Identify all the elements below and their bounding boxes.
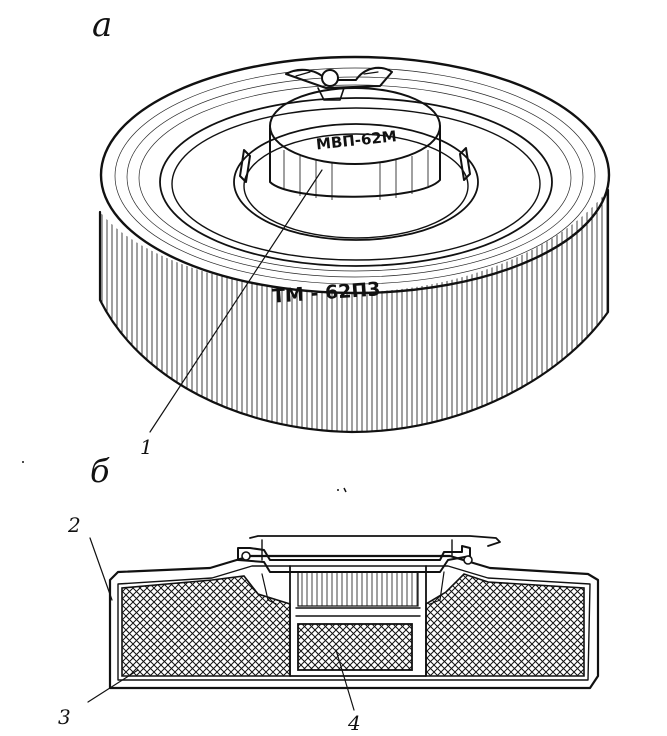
callout-3-leader	[87, 669, 139, 703]
callout-4-leader	[335, 649, 355, 711]
booster-charge	[297, 623, 413, 671]
explosive-charge-right	[425, 573, 585, 677]
explosive-charge-left	[121, 575, 291, 677]
callout-4: 4	[347, 711, 361, 735]
panel-a-letter: а	[92, 5, 112, 45]
panel-b-letter: б	[90, 452, 110, 490]
fuze-cap-section	[237, 545, 471, 573]
callout-1: 1	[140, 435, 153, 459]
callout-3: 3	[58, 705, 71, 729]
stray-mark	[22, 461, 347, 493]
callout-2-leader	[89, 537, 113, 601]
cap-marking: МВП-62М	[315, 127, 397, 153]
panel-a: а	[92, 5, 611, 459]
fuze-cap: МВП-62М	[269, 66, 441, 200]
mine-side-wall	[98, 188, 610, 434]
fuze-well	[289, 565, 427, 677]
mine-casing	[108, 554, 600, 690]
callout-2: 2	[67, 513, 81, 537]
panel-b: б 2 3 4	[58, 452, 600, 735]
mine-top-face	[99, 55, 611, 295]
safety-fork	[285, 66, 393, 101]
callout-1-leader	[149, 169, 323, 433]
